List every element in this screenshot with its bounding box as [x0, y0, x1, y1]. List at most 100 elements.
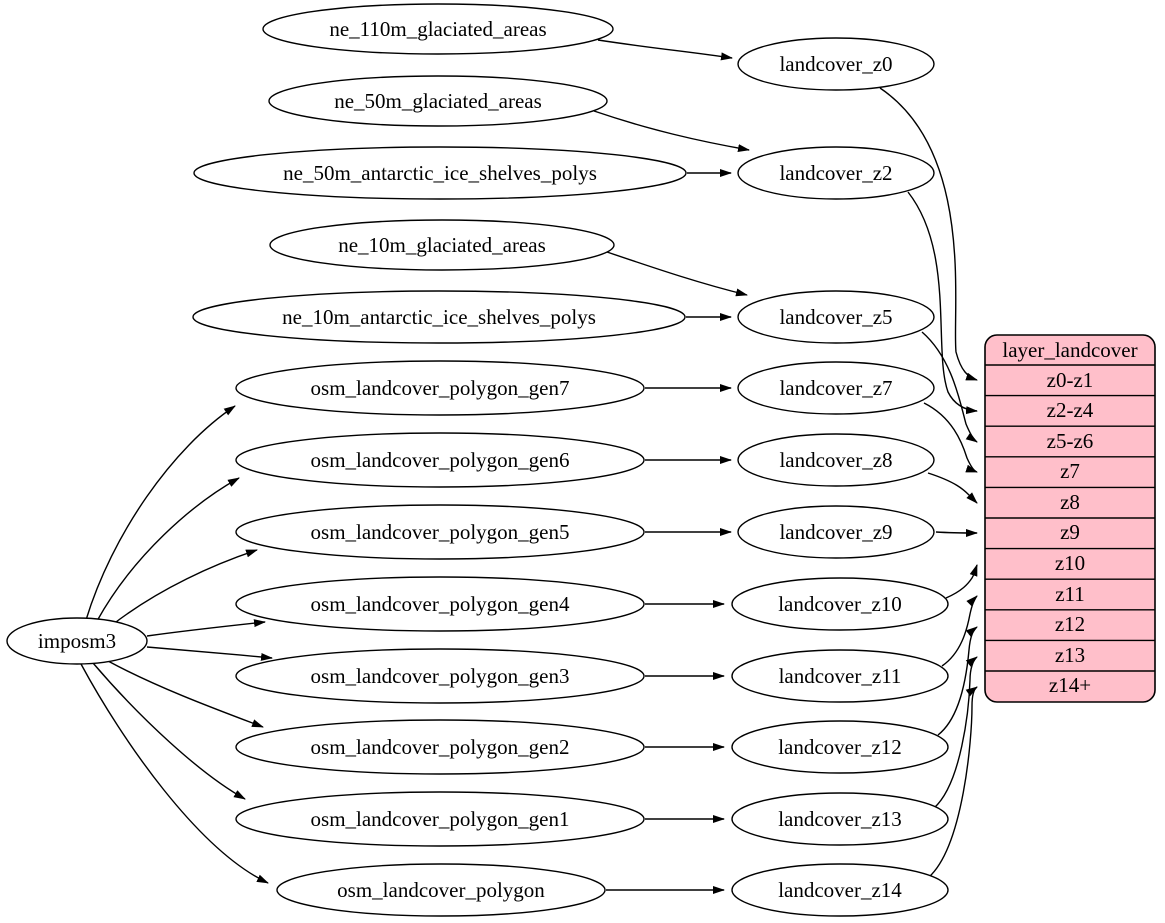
node-label-osm-landcover-polygon-gen3: osm_landcover_polygon_gen3	[311, 664, 570, 688]
record-row-z8: z8	[1060, 490, 1080, 514]
node-label-osm-landcover-polygon-gen6: osm_landcover_polygon_gen6	[311, 448, 570, 472]
nodes: imposm3 ne_110m_glaciated_areas ne_50m_g…	[6, 3, 949, 917]
node-ellipse-landcover-z12	[731, 720, 949, 774]
node-osm-landcover-polygon: osm_landcover_polygon	[276, 863, 606, 917]
record-row-z11: z11	[1055, 582, 1085, 606]
record-row-z5-z6: z5-z6	[1047, 429, 1094, 453]
edge-landcover-z0-record-z0-z1	[879, 87, 978, 381]
node-label-ne-110m-glaciated-areas: ne_110m_glaciated_areas	[329, 17, 546, 41]
edge-landcover-z10-record-z10	[945, 564, 978, 599]
edge-ne-50m-glaciated-areas-landcover-z2	[593, 110, 750, 153]
node-landcover-z12: landcover_z12	[731, 720, 949, 774]
node-label-ne-50m-antarctic-ice-shelves-polys: ne_50m_antarctic_ice_shelves_polys	[283, 161, 597, 185]
node-ne-50m-glaciated-areas: ne_50m_glaciated_areas	[268, 75, 608, 127]
edge-imposm3-osm-landcover-polygon-gen4	[146, 619, 266, 637]
node-ellipse-ne-110m-glaciated-areas	[262, 3, 614, 55]
node-osm-landcover-polygon-gen5: osm_landcover_polygon_gen5	[235, 504, 645, 560]
edge-ne-10m-glaciated-areas-landcover-z5	[606, 251, 748, 297]
record-row-z7: z7	[1060, 459, 1080, 483]
edge-landcover-z9-record-z9	[935, 528, 978, 537]
node-osm-landcover-polygon-gen6: osm_landcover_polygon_gen6	[235, 432, 645, 488]
node-landcover-z7: landcover_z7	[737, 361, 935, 415]
record-row-z10: z10	[1055, 551, 1085, 575]
node-label-osm-landcover-polygon: osm_landcover_polygon	[337, 878, 545, 902]
node-label-landcover-z5: landcover_z5	[779, 305, 892, 329]
edge-imposm3-osm-landcover-polygon	[80, 663, 269, 884]
record-title: layer_landcover	[1002, 338, 1137, 362]
node-ellipse-landcover-z7	[737, 361, 935, 415]
node-landcover-z5: landcover_z5	[737, 290, 935, 344]
node-landcover-z2: landcover_z2	[737, 146, 935, 200]
node-label-osm-landcover-polygon-gen4: osm_landcover_polygon_gen4	[311, 592, 570, 616]
node-ellipse-osm-landcover-polygon-gen7	[235, 360, 645, 416]
node-label-landcover-z2: landcover_z2	[779, 161, 892, 185]
node-landcover-z11: landcover_z11	[731, 649, 949, 703]
node-landcover-z14: landcover_z14	[731, 863, 949, 917]
node-label-imposm3: imposm3	[38, 629, 116, 653]
node-label-ne-50m-glaciated-areas: ne_50m_glaciated_areas	[334, 89, 542, 113]
node-ellipse-ne-50m-glaciated-areas	[268, 75, 608, 127]
edge-imposm3-osm-landcover-polygon-gen7	[85, 405, 236, 621]
node-ne-50m-antarctic-ice-shelves-polys: ne_50m_antarctic_ice_shelves_polys	[193, 146, 687, 200]
node-label-osm-landcover-polygon-gen2: osm_landcover_polygon_gen2	[311, 735, 570, 759]
node-osm-landcover-polygon-gen3: osm_landcover_polygon_gen3	[235, 648, 645, 704]
node-ellipse-landcover-z14	[731, 863, 949, 917]
record-row-z12: z12	[1055, 612, 1085, 636]
edge-landcover-z12-record-z12	[937, 626, 978, 736]
edge-landcover-z8-record-z8	[927, 472, 978, 504]
node-ellipse-osm-landcover-polygon-gen2	[235, 719, 645, 775]
node-ellipse-osm-landcover-polygon-gen5	[235, 504, 645, 560]
edge-imposm3-osm-landcover-polygon-gen3	[146, 646, 273, 661]
node-label-landcover-z8: landcover_z8	[779, 448, 892, 472]
node-ellipse-imposm3	[6, 617, 148, 665]
edge-landcover-z11-record-z11	[941, 595, 978, 667]
node-landcover-z0: landcover_z0	[737, 37, 935, 91]
node-ellipse-osm-landcover-polygon-gen4	[235, 576, 645, 632]
node-osm-landcover-polygon-gen2: osm_landcover_polygon_gen2	[235, 719, 645, 775]
edge-imposm3-osm-landcover-polygon-gen6	[96, 477, 240, 622]
node-ne-10m-antarctic-ice-shelves-polys: ne_10m_antarctic_ice_shelves_polys	[192, 290, 686, 344]
node-label-landcover-z13: landcover_z13	[778, 807, 902, 831]
node-ellipse-osm-landcover-polygon-gen1	[235, 791, 645, 847]
node-label-landcover-z7: landcover_z7	[779, 376, 892, 400]
edge-landcover-z5-record-z5-z6	[921, 331, 978, 443]
node-label-landcover-z12: landcover_z12	[778, 735, 902, 759]
node-label-osm-landcover-polygon-gen5: osm_landcover_polygon_gen5	[311, 520, 570, 544]
node-ellipse-osm-landcover-polygon	[276, 863, 606, 917]
node-landcover-z8: landcover_z8	[737, 433, 935, 487]
node-label-landcover-z9: landcover_z9	[779, 520, 892, 544]
edge-landcover-z7-record-z7	[923, 402, 978, 473]
node-label-ne-10m-antarctic-ice-shelves-polys: ne_10m_antarctic_ice_shelves_polys	[282, 305, 596, 329]
node-ellipse-landcover-z8	[737, 433, 935, 487]
node-ellipse-landcover-z9	[737, 505, 935, 559]
node-ellipse-landcover-z10	[731, 577, 949, 631]
node-osm-landcover-polygon-gen7: osm_landcover_polygon_gen7	[235, 360, 645, 416]
edge-ne-110m-glaciated-areas-landcover-z0	[597, 39, 733, 61]
record-row-z13: z13	[1055, 643, 1085, 667]
node-label-landcover-z10: landcover_z10	[778, 592, 902, 616]
node-label-landcover-z0: landcover_z0	[779, 52, 892, 76]
record-row-z9: z9	[1060, 520, 1080, 544]
edge-imposm3-osm-landcover-polygon-gen5	[111, 549, 258, 626]
record-layer-landcover: layer_landcover z0-z1 z2-z4 z5-z6 z7 z8 …	[984, 334, 1156, 703]
node-ellipse-landcover-z0	[737, 37, 935, 91]
node-ellipse-osm-landcover-polygon-gen6	[235, 432, 645, 488]
node-label-osm-landcover-polygon-gen7: osm_landcover_polygon_gen7	[311, 376, 570, 400]
node-ellipse-landcover-z13	[731, 792, 949, 846]
edge-imposm3-osm-landcover-polygon-gen1	[92, 662, 246, 800]
node-ellipse-landcover-z11	[731, 649, 949, 703]
node-ne-110m-glaciated-areas: ne_110m_glaciated_areas	[262, 3, 614, 55]
edge-imposm3-osm-landcover-polygon-gen2	[107, 660, 264, 728]
node-ellipse-ne-10m-antarctic-ice-shelves-polys	[192, 290, 686, 344]
edge-landcover-z14-record-z14plus	[928, 686, 978, 878]
node-ellipse-osm-landcover-polygon-gen3	[235, 648, 645, 704]
node-label-landcover-z14: landcover_z14	[778, 878, 902, 902]
node-label-osm-landcover-polygon-gen1: osm_landcover_polygon_gen1	[311, 807, 570, 831]
node-ne-10m-glaciated-areas: ne_10m_glaciated_areas	[269, 219, 615, 271]
record-row-z0-z1: z0-z1	[1047, 368, 1094, 392]
node-landcover-z13: landcover_z13	[731, 792, 949, 846]
node-ellipse-ne-50m-antarctic-ice-shelves-polys	[193, 146, 687, 200]
node-ellipse-ne-10m-glaciated-areas	[269, 219, 615, 271]
node-landcover-z9: landcover_z9	[737, 505, 935, 559]
